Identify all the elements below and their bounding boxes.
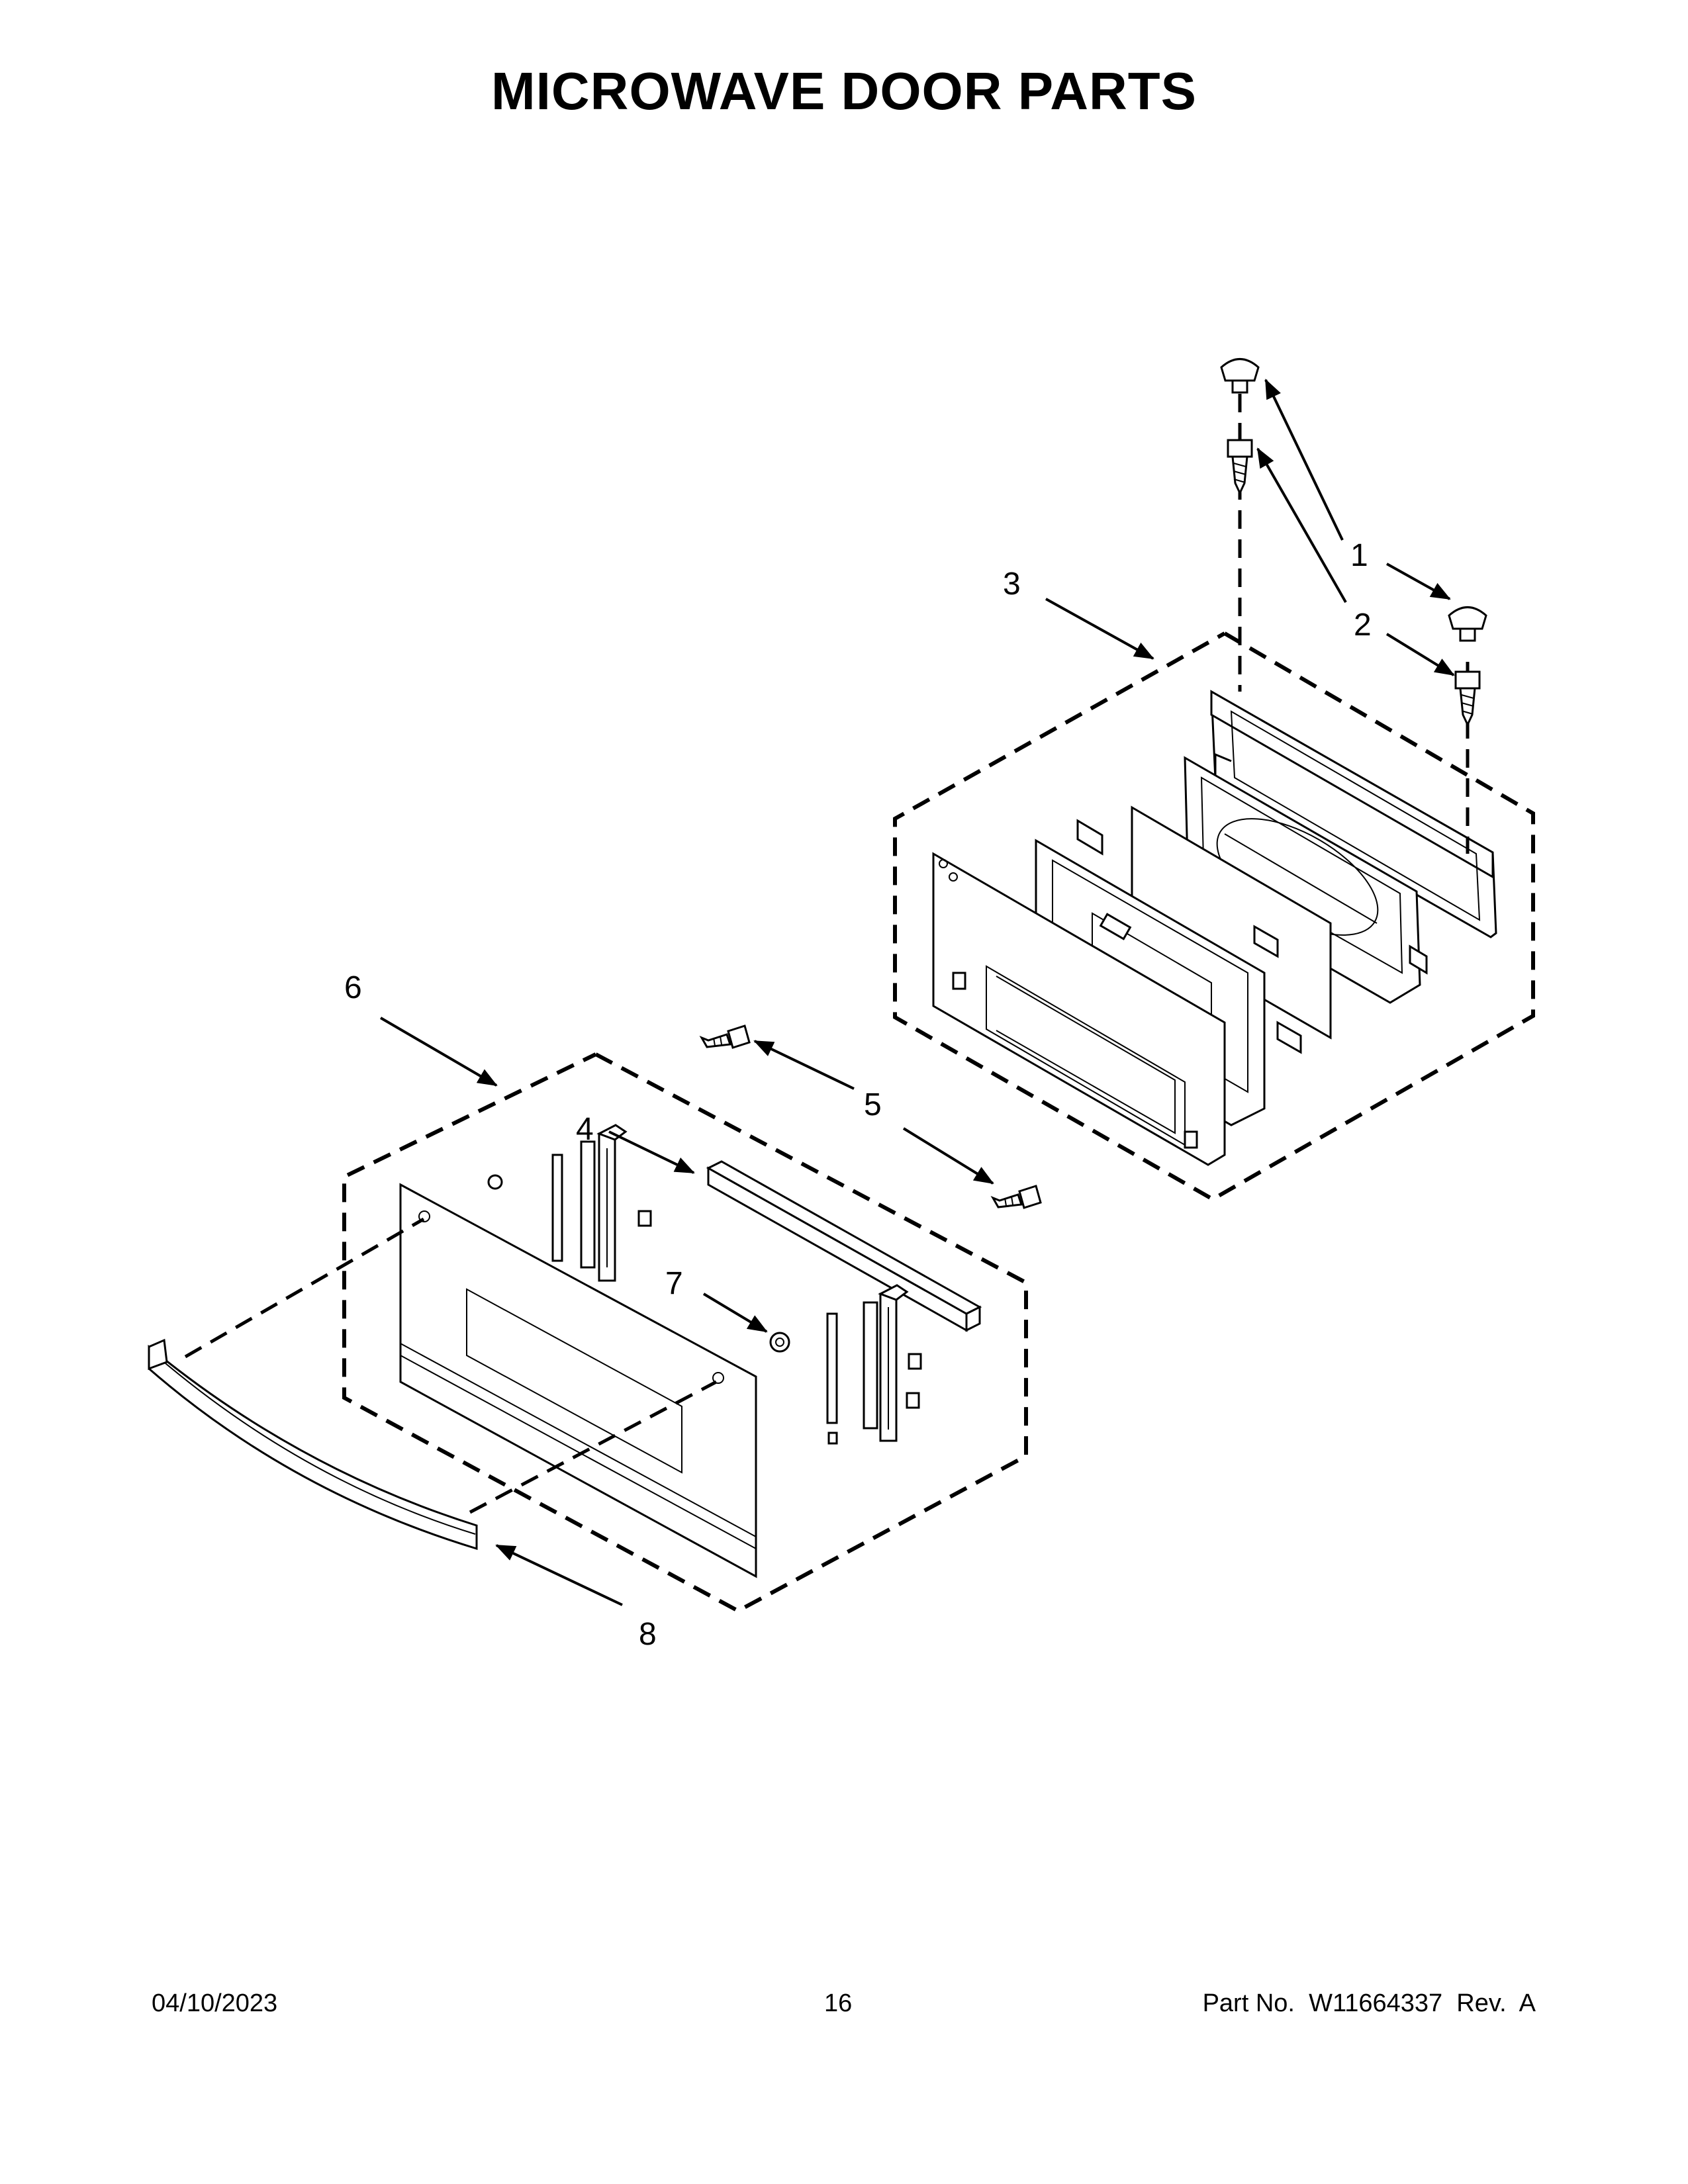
inner-door-assembly bbox=[893, 631, 1535, 1202]
leader-callout3 bbox=[1045, 598, 1154, 660]
grommet-part-7 bbox=[769, 1332, 790, 1353]
outer-door-assembly bbox=[342, 1052, 1028, 1614]
callout-2: 2 bbox=[1354, 608, 1372, 643]
callout-7: 7 bbox=[665, 1266, 683, 1301]
leader-callout5-a bbox=[753, 1040, 855, 1090]
leader-callout6 bbox=[379, 1017, 498, 1087]
cap-part-1b bbox=[1448, 606, 1487, 642]
leader-callout4 bbox=[608, 1130, 695, 1174]
leader-callout2-screw-right bbox=[1385, 633, 1455, 676]
leader-callout7 bbox=[702, 1293, 768, 1333]
door-handle-part bbox=[148, 1338, 478, 1551]
callout-5: 5 bbox=[864, 1087, 882, 1122]
screw-part-5a bbox=[699, 1024, 751, 1049]
outer-glass-panel-part bbox=[399, 1183, 757, 1578]
leader-callout2-screw-left bbox=[1256, 447, 1347, 603]
leader-callout1-cap-right bbox=[1386, 563, 1451, 600]
callout-6: 6 bbox=[344, 970, 362, 1005]
inner-panel-part bbox=[932, 852, 1226, 1166]
screw-part-2a bbox=[1227, 439, 1253, 496]
cap-part-1a bbox=[1220, 358, 1260, 394]
leader-callout1-cap-top bbox=[1264, 379, 1344, 541]
footer-date: 04/10/2023 bbox=[152, 1989, 278, 2017]
page-title: MICROWAVE DOOR PARTS bbox=[491, 62, 1197, 120]
screw-part-5b bbox=[990, 1185, 1042, 1209]
callout-1: 1 bbox=[1350, 538, 1368, 573]
spacer-bar-part bbox=[706, 1160, 982, 1332]
callout-8: 8 bbox=[639, 1617, 657, 1652]
screw-part-2b bbox=[1454, 670, 1481, 727]
part-number-info: Part No. W11664337 Rev. A bbox=[1202, 1989, 1536, 2017]
leader-callout8 bbox=[495, 1544, 623, 1606]
callout-3: 3 bbox=[1003, 567, 1021, 602]
glass-panel-part bbox=[1131, 805, 1332, 1040]
door-frame-part bbox=[1210, 690, 1497, 938]
leader-callout5-b bbox=[902, 1127, 994, 1185]
bracket-left-part bbox=[551, 1124, 628, 1282]
callout-4: 4 bbox=[576, 1112, 594, 1147]
assembly-boundary-3 bbox=[893, 631, 1535, 1202]
page-number: 16 bbox=[824, 1989, 853, 2017]
bracket-right-part bbox=[826, 1284, 909, 1445]
